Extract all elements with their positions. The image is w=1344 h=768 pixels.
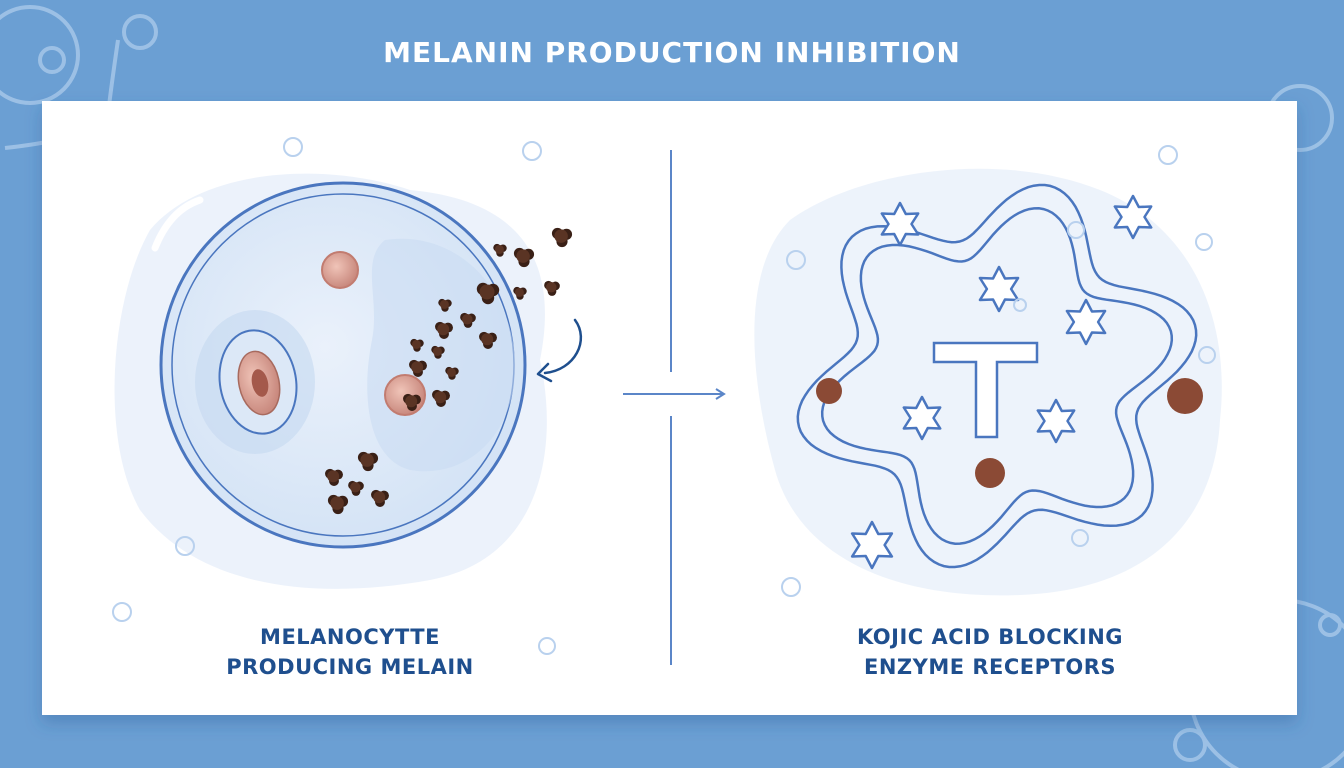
tyrosinase-enzyme-inner [820, 207, 1174, 545]
melanin-granule-icon [460, 312, 476, 328]
receptor-dot-right [1167, 378, 1203, 414]
right-caption: KOJIC ACID BLOCKING ENZYME RECEPTORS [790, 622, 1190, 682]
melanin-granule-icon [513, 247, 535, 268]
kojic-acid-molecules [850, 194, 1153, 570]
bubble-icon [1158, 145, 1178, 165]
melanin-granule-icon [513, 286, 527, 300]
bubble-icon [175, 536, 195, 556]
bubble-icon [1071, 529, 1089, 547]
left-caption-line-1: MELANOCYTTE [260, 625, 440, 649]
diagram-title: MELANIN PRODUCTION INHIBITION [383, 36, 961, 69]
melanin-granule-icon [551, 227, 573, 248]
melanin-granule-icon [493, 243, 507, 257]
melanin-granule-icon [544, 280, 560, 296]
right-caption-line-1: KOJIC ACID BLOCKING [856, 625, 1124, 649]
bubble-icon [1198, 346, 1216, 364]
melanin-granule-icon [357, 451, 379, 472]
melanin-granule-icon [348, 480, 364, 496]
left-caption: MELANOCYTTE PRODUCING MELAIN [160, 622, 540, 682]
melanin-granule-icon [403, 393, 421, 411]
bubble-icon [786, 250, 806, 270]
receptor-dot-center [975, 458, 1005, 488]
melanin-granule-icon [432, 389, 450, 407]
cell-halo-highlight [151, 196, 204, 252]
bubble-icon [538, 637, 556, 655]
export-arrow-head [536, 362, 553, 383]
export-arrow [543, 318, 583, 375]
melanin-granule-icon [325, 468, 343, 486]
receptor-dot-left [816, 378, 842, 404]
bubble-icon [1013, 298, 1027, 312]
bubble-icon [112, 602, 132, 622]
panel-divider [623, 150, 726, 665]
melanin-granule-icon [476, 282, 500, 305]
melanin-granule-icon [327, 494, 349, 515]
bubble-icon [1067, 221, 1085, 239]
bubble-icon [522, 141, 542, 161]
melanin-granule-icon [479, 331, 497, 349]
bubble-icon [1195, 233, 1213, 251]
melanin-granule-icon [371, 489, 389, 507]
melanin-granule-icon [445, 366, 459, 380]
left-caption-line-2: PRODUCING MELAIN [226, 655, 474, 679]
left-panel [114, 173, 583, 589]
organelle-top [321, 251, 359, 289]
melanin-granules [325, 227, 573, 515]
enzyme-active-site-t-icon [932, 341, 1039, 439]
star-icon [1113, 194, 1153, 240]
right-caption-line-2: ENZYME RECEPTORS [863, 655, 1117, 679]
star-icon [850, 520, 894, 570]
star-icon [880, 201, 920, 247]
melanin-granule-icon [410, 338, 424, 352]
melanin-granule-icon [431, 345, 445, 359]
star-icon [902, 395, 942, 441]
star-icon [978, 265, 1020, 313]
melanin-granule-icon [435, 321, 453, 339]
nucleolus [251, 369, 269, 397]
star-icon [1036, 398, 1076, 444]
melanin-granule-icon [409, 359, 427, 377]
right-panel [754, 168, 1222, 596]
bubble-icon [781, 577, 801, 597]
bubble-icon [283, 137, 303, 157]
star-icon [1065, 298, 1107, 346]
melanin-granule-icon [438, 298, 452, 312]
floating-bubbles [112, 137, 1216, 655]
